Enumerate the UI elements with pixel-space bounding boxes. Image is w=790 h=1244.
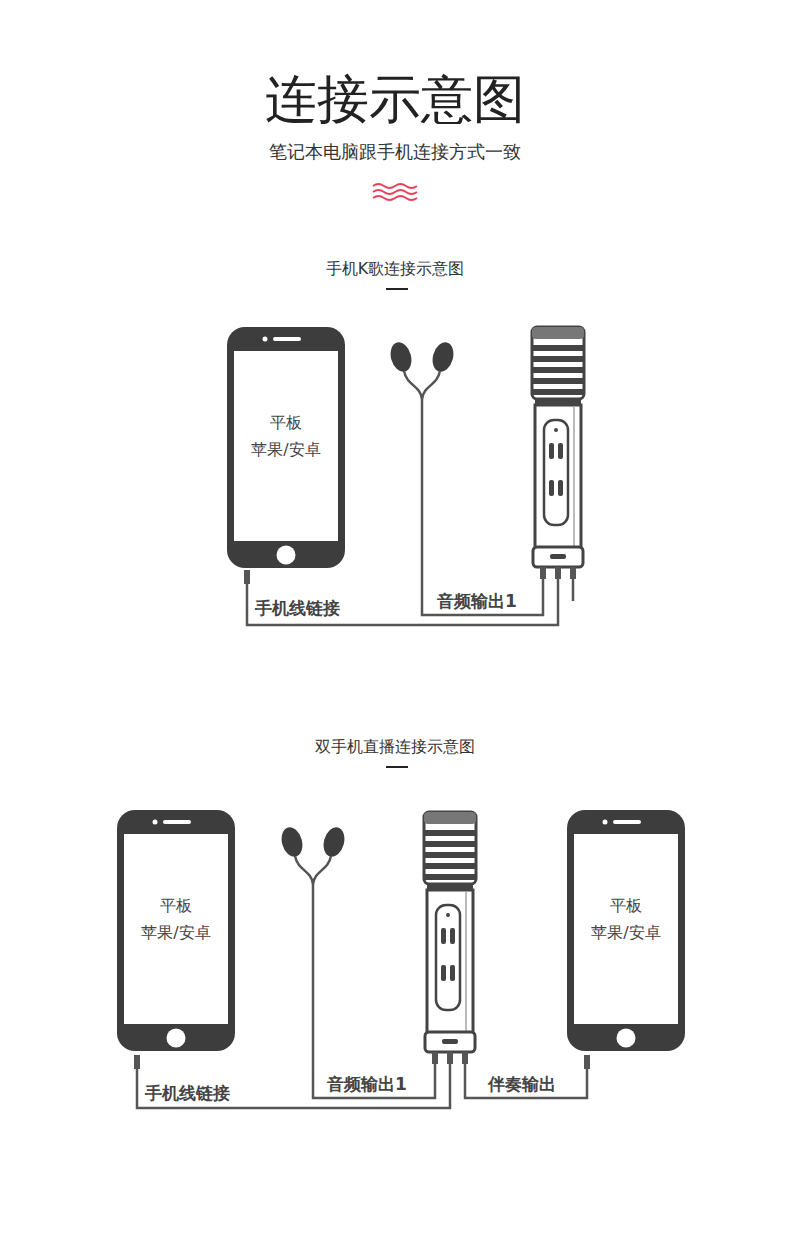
earphones bbox=[387, 340, 456, 399]
phone-screen: 平板苹果/安卓 bbox=[234, 409, 338, 463]
phone-screen: 平板苹果/安卓 bbox=[574, 892, 678, 946]
phone-body bbox=[117, 810, 235, 1051]
microphone bbox=[424, 812, 476, 1086]
cable-label: 音频输出1 bbox=[435, 591, 519, 611]
heading-underline bbox=[386, 766, 408, 768]
heading-underline bbox=[386, 288, 408, 290]
cable-label: 手机线链接 bbox=[253, 598, 342, 618]
cable-label: 音频输出1 bbox=[325, 1074, 409, 1094]
page-title: 连接示意图 bbox=[263, 68, 527, 130]
red-wave bbox=[373, 184, 417, 200]
phone-screen: 平板苹果/安卓 bbox=[124, 892, 228, 946]
subtitle: 笔记本电脑跟手机连接方式一致 bbox=[267, 141, 523, 163]
tablet-phone: 平板苹果/安卓 bbox=[565, 808, 687, 1053]
screen-text: 平板 bbox=[270, 409, 302, 436]
screen-text: 平板 bbox=[160, 892, 192, 919]
phone-body bbox=[567, 810, 685, 1051]
section-heading: 手机K歌连接示意图 bbox=[324, 259, 467, 278]
tablet-phone: 平板苹果/安卓 bbox=[115, 808, 237, 1053]
screen-text: 苹果/安卓 bbox=[251, 436, 320, 463]
cable-label: 伴奏输出 bbox=[486, 1074, 558, 1094]
microphone bbox=[532, 327, 584, 601]
section-heading: 双手机直播连接示意图 bbox=[313, 737, 477, 756]
screen-text: 苹果/安卓 bbox=[591, 919, 660, 946]
cable-label: 手机线链接 bbox=[143, 1083, 232, 1103]
earphones bbox=[278, 825, 347, 884]
phone-body bbox=[227, 327, 345, 568]
screen-text: 平板 bbox=[610, 892, 642, 919]
screen-text: 苹果/安卓 bbox=[141, 919, 210, 946]
tablet-phone: 平板苹果/安卓 bbox=[225, 325, 347, 570]
